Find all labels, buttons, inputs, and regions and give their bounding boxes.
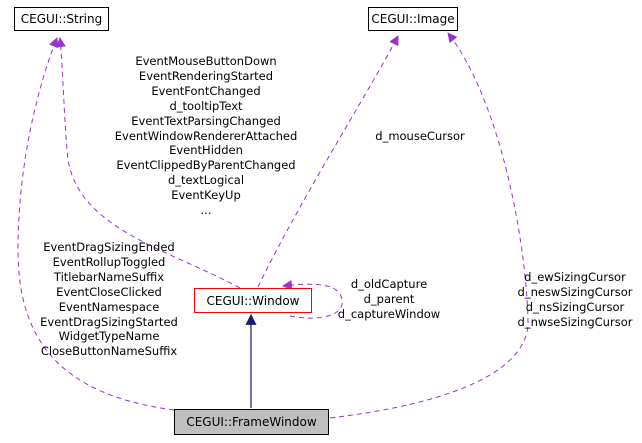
member-label: TitlebarNameSuffix — [53, 269, 165, 284]
node-cegui-framewindow[interactable]: CEGUI::FrameWindow — [174, 409, 329, 435]
member-label: EventDragSizingStarted — [40, 314, 178, 329]
edge-window-to-string — [55, 37, 241, 289]
label-window-string-members: EventMouseButtonDown EventRenderingStart… — [105, 54, 307, 218]
label-window-image-members: d_mouseCursor — [360, 129, 480, 144]
edge-window-to-image — [257, 35, 399, 288]
edge-framewindow-to-image — [329, 32, 529, 419]
node-cegui-string[interactable]: CEGUI::String — [14, 7, 109, 31]
member-label: d_nwseSizingCursor — [517, 314, 633, 329]
member-label: EventCloseClicked — [56, 284, 162, 299]
member-label: d_nsSizingCursor — [525, 299, 625, 314]
member-label: d_ewSizingCursor — [524, 270, 626, 284]
node-cegui-image[interactable]: CEGUI::Image — [368, 7, 458, 31]
member-label: EventMouseButtonDown — [135, 54, 277, 68]
member-label: WidgetTypeName — [58, 329, 160, 344]
edge-window-self — [282, 280, 343, 319]
member-label: EventRollupToggled — [52, 254, 166, 269]
member-label: EventNamespace — [58, 299, 160, 314]
member-label: d_neswSizingCursor — [517, 284, 633, 299]
label-window-self-members: d_oldCapture d_parent d_captureWindow — [330, 277, 448, 322]
member-label: EventFontChanged — [151, 83, 261, 98]
member-label: EventClippedByParentChanged — [116, 158, 296, 173]
member-label: d_mouseCursor — [375, 129, 465, 143]
member-label: d_captureWindow — [337, 306, 441, 321]
member-label: EventTextParsingChanged — [131, 113, 281, 128]
member-label: EventKeyUp — [171, 188, 241, 203]
member-label: d_oldCapture — [350, 277, 428, 291]
member-label: d_tooltipText — [169, 98, 243, 113]
member-label: EventDragSizingEnded — [43, 240, 175, 254]
member-label: EventRenderingStarted — [138, 68, 274, 83]
member-label: ... — [200, 203, 212, 218]
member-label: EventHidden — [169, 143, 243, 158]
member-label: d_textLogical — [167, 173, 245, 188]
member-label: EventWindowRendererAttached — [114, 128, 298, 143]
node-cegui-window[interactable]: CEGUI::Window — [194, 288, 312, 313]
label-framewindow-string-members: EventDragSizingEnded EventRollupToggled … — [30, 240, 188, 359]
member-label: d_parent — [363, 291, 415, 306]
label-framewindow-image-members: d_ewSizingCursor d_neswSizingCursor d_ns… — [508, 270, 642, 330]
member-label: CloseButtonNameSuffix — [40, 344, 178, 359]
